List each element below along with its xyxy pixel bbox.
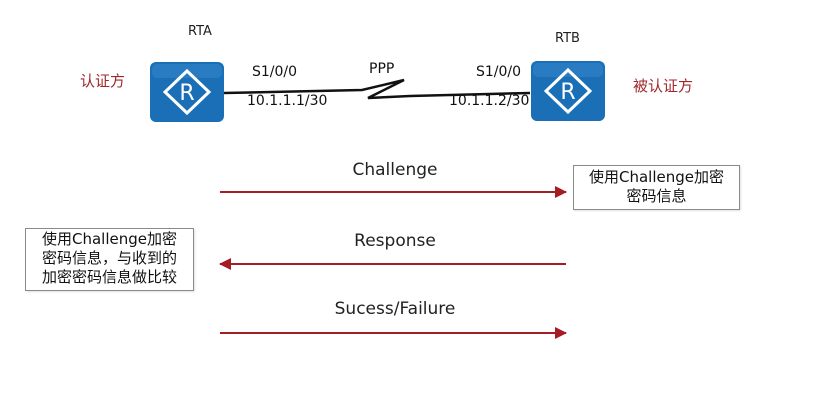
rta-note-line: 使用Challenge加密 [42,230,177,248]
rtb-note-line: 密码信息 [626,187,687,205]
router-icon: R [150,62,224,122]
router-a-role: 认证方 [80,72,126,90]
ppp-link [223,78,531,100]
svg-text:R: R [179,81,194,106]
response-label: Response [354,231,436,251]
rtb-note-line: 使用Challenge加密 [589,168,724,186]
result-label: Sucess/Failure [334,299,456,319]
router-b-ip: 10.1.1.2/30 [449,93,530,109]
router-a-name: RTA [188,24,212,39]
router-icon: R [531,61,605,121]
rtb-note-box: 使用Challenge加密 密码信息 [573,165,740,210]
link-protocol-label: PPP [369,61,395,77]
rta-note-line: 加密密码信息做比较 [41,268,177,286]
router-a-ip: 10.1.1.1/30 [247,93,328,109]
rta-note-line: 密码信息，与收到的 [41,249,177,267]
svg-text:R: R [560,80,575,105]
router-b-interface: S1/0/0 [476,64,522,80]
router-b-name: RTB [555,31,580,46]
rta-note-box: 使用Challenge加密 密码信息，与收到的 加密密码信息做比较 [25,228,194,291]
challenge-label: Challenge [352,160,438,180]
router-b-role: 被认证方 [633,77,694,95]
router-a-interface: S1/0/0 [252,64,298,80]
